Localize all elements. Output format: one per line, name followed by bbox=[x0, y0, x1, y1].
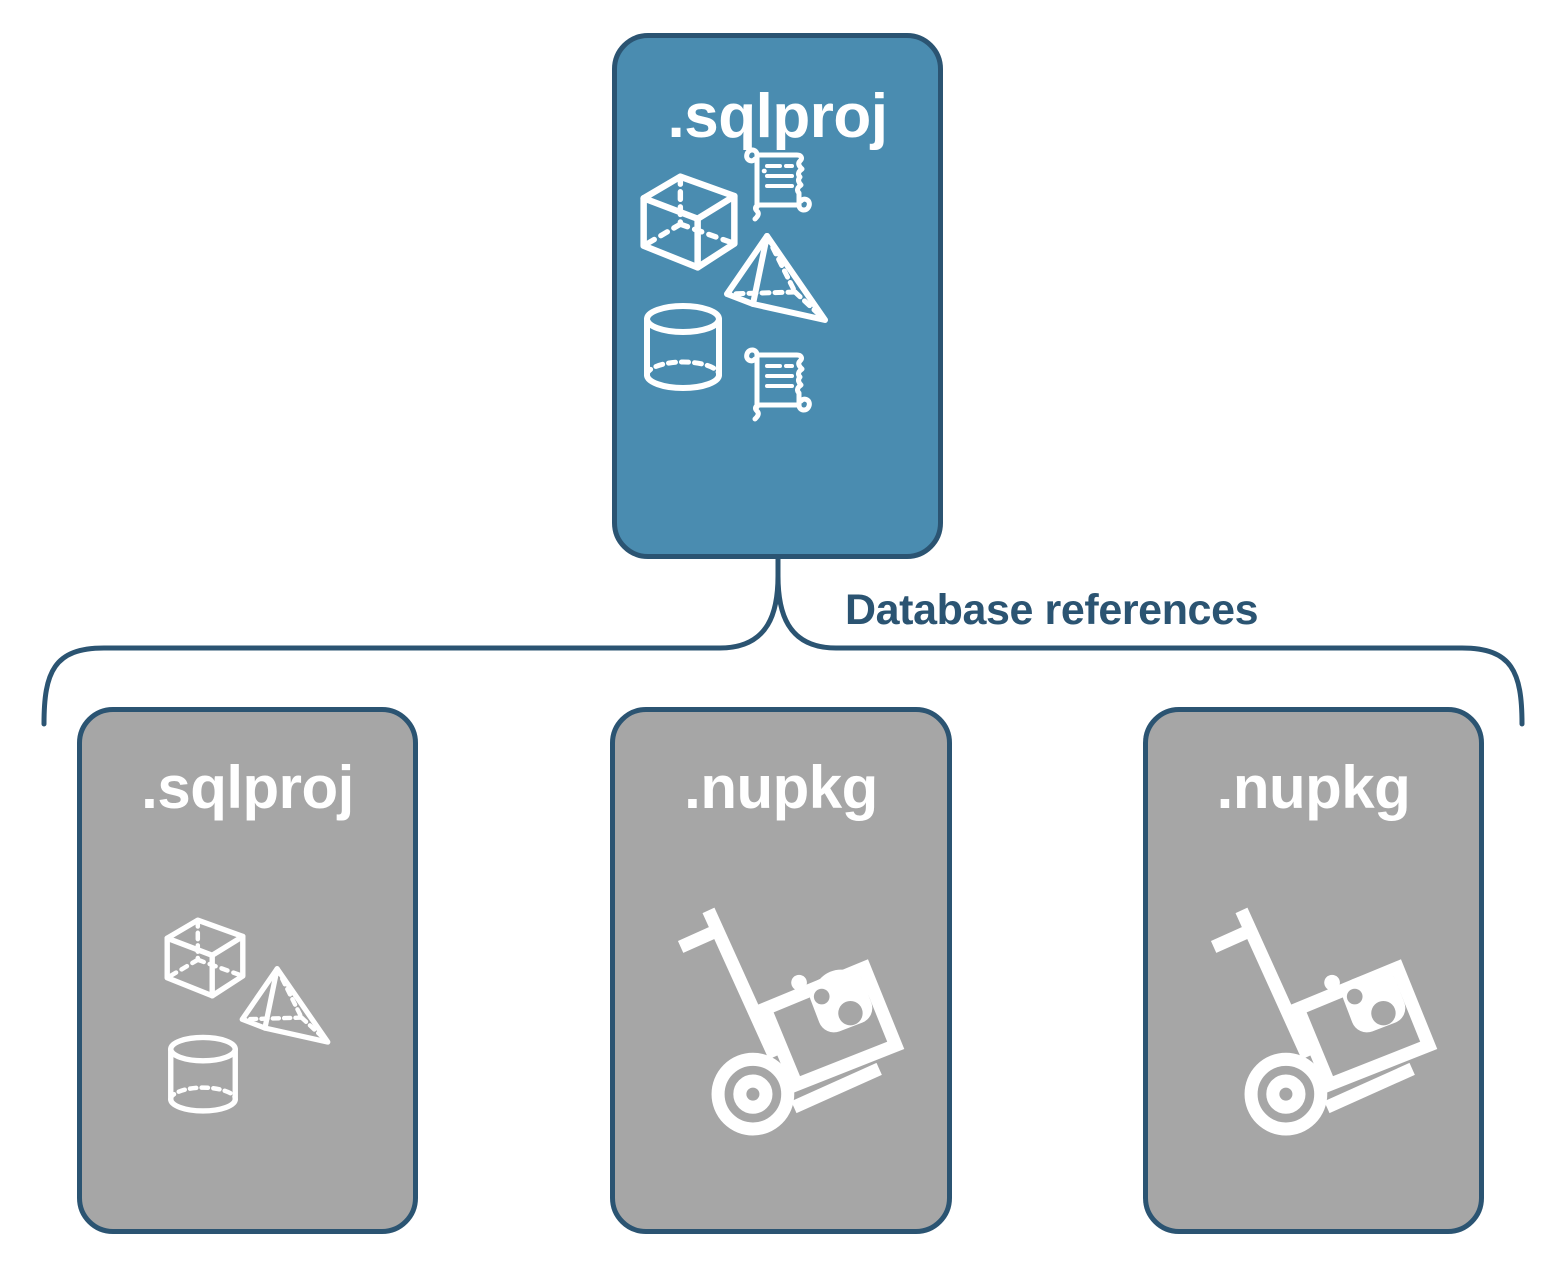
connector-label: Database references bbox=[845, 586, 1259, 634]
nuget-package-dolly-icon bbox=[677, 907, 905, 1136]
node-reference-icon-area bbox=[82, 818, 413, 1229]
scroll-icon bbox=[744, 347, 812, 422]
cube-icon bbox=[640, 173, 738, 271]
node-reference-title: .sqlproj bbox=[141, 754, 354, 821]
cube-icon bbox=[164, 917, 246, 999]
node-reference-sqlproj[interactable]: .sqlproj bbox=[77, 707, 418, 1234]
pyramid-icon bbox=[239, 966, 331, 1045]
node-reference-title: .nupkg bbox=[1216, 754, 1411, 821]
nuget-package-dolly-icon bbox=[1210, 907, 1438, 1136]
node-reference-icon-area bbox=[615, 818, 947, 1229]
node-reference-nupkg[interactable]: .nupkg bbox=[1143, 707, 1484, 1234]
node-root-icon-area bbox=[617, 147, 938, 554]
node-root-sqlproj[interactable]: .sqlproj bbox=[612, 33, 943, 559]
pyramid-icon bbox=[724, 233, 828, 323]
cylinder-icon bbox=[644, 303, 722, 391]
node-reference-title: .nupkg bbox=[684, 754, 878, 821]
scroll-icon bbox=[744, 147, 812, 222]
node-root-title: .sqlproj bbox=[667, 82, 888, 151]
node-reference-nupkg[interactable]: .nupkg bbox=[610, 707, 952, 1234]
node-reference-icon-area bbox=[1148, 818, 1479, 1229]
cylinder-icon bbox=[168, 1034, 238, 1114]
